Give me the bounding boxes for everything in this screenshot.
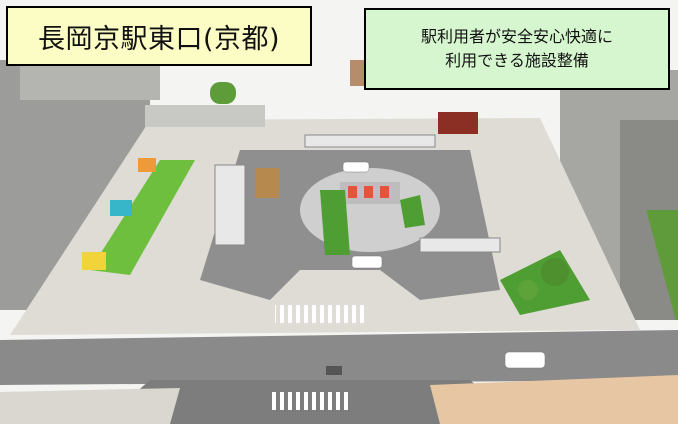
road-main (0, 330, 678, 385)
green-median-right (400, 195, 425, 228)
bus (255, 168, 279, 198)
food-truck-yellow (82, 252, 106, 270)
crosswalk-top (275, 305, 365, 323)
pavement-lower-left (0, 388, 180, 424)
page-title: 長岡京駅東口(京都) (6, 6, 312, 66)
taxi-3 (380, 186, 389, 198)
tree-top (210, 82, 236, 104)
food-truck-cyan (110, 200, 132, 216)
bus-shelter-left (214, 164, 246, 246)
green-edge-right (646, 210, 678, 320)
green-median-left (320, 190, 350, 255)
car-white-3 (504, 351, 546, 369)
bus-shelter-top (304, 134, 436, 148)
caption-line-1: 駅利用者が安全安心快適に (420, 27, 613, 46)
car-dark (326, 366, 342, 375)
tree-right-2 (518, 280, 538, 300)
bus-shelter-right (419, 237, 501, 253)
car-white-2 (351, 255, 383, 269)
tree-right (541, 258, 569, 286)
pavement-lower-right (430, 375, 678, 424)
taxi-1 (348, 186, 357, 198)
station-red-building (438, 112, 478, 134)
caption-line-2: 利用できる施設整備 (445, 51, 589, 70)
food-truck-orange (138, 158, 156, 172)
station-canopy (145, 105, 265, 127)
green-strip-left (90, 160, 195, 275)
taxi-2 (364, 186, 373, 198)
crosswalk-bottom (270, 392, 350, 410)
caption-box: 駅利用者が安全安心快適に 利用できる施設整備 (364, 8, 670, 90)
car-white-1 (342, 161, 370, 173)
